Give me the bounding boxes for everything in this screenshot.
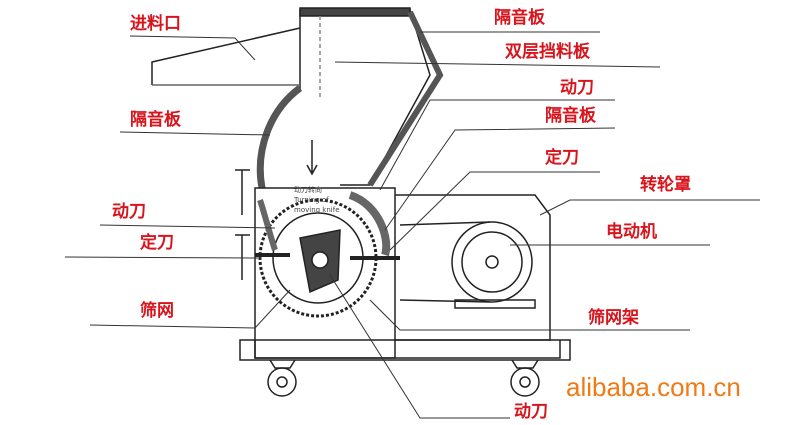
label-fixed-knife-left: 定刀 bbox=[140, 233, 174, 253]
wheel-left bbox=[267, 367, 297, 397]
fixed-knives bbox=[255, 253, 400, 260]
watermark: alibaba.com.cn bbox=[566, 372, 741, 402]
frame bbox=[254, 194, 561, 359]
hopper-top-panel bbox=[299, 7, 411, 17]
rotation-note-en2: moving knife bbox=[294, 206, 340, 214]
wheel-right bbox=[510, 367, 540, 397]
belt bbox=[399, 221, 491, 303]
rotation-note-cn: 动刀转向 bbox=[294, 186, 322, 194]
label-moving-knife-bottom: 动刀 bbox=[514, 402, 548, 422]
rotation-note-en1: Turning of bbox=[294, 196, 329, 204]
label-double-baffle: 双层挡料板 bbox=[505, 42, 590, 62]
feed-arrow-icon bbox=[306, 140, 318, 176]
label-moving-knife-top: 动刀 bbox=[560, 78, 594, 98]
wheel-brackets bbox=[269, 359, 539, 369]
label-wheel-cover: 转轮罩 bbox=[640, 175, 691, 195]
label-fixed-knife-right: 定刀 bbox=[545, 148, 579, 168]
label-moving-knife-left: 动刀 bbox=[112, 202, 146, 222]
label-motor: 电动机 bbox=[606, 222, 657, 242]
motor-base bbox=[454, 299, 536, 309]
label-sound-panel-right: 隔音板 bbox=[545, 106, 596, 126]
base bbox=[239, 339, 571, 361]
double-baffle bbox=[367, 10, 444, 187]
motor-circle bbox=[451, 221, 533, 303]
leader-lines bbox=[64, 31, 760, 419]
label-feed-inlet: 进料口 bbox=[130, 14, 181, 34]
label-screen: 筛网 bbox=[140, 301, 174, 321]
label-sound-panel-left: 隔音板 bbox=[130, 110, 181, 130]
handles bbox=[235, 169, 250, 280]
right-sound-panel bbox=[348, 191, 391, 257]
left-sound-panel bbox=[256, 85, 303, 189]
left-knife-holder bbox=[257, 199, 278, 251]
rotor-hub bbox=[311, 251, 329, 269]
label-sound-panel-top: 隔音板 bbox=[494, 8, 545, 28]
label-screen-frame: 筛网架 bbox=[588, 308, 639, 328]
